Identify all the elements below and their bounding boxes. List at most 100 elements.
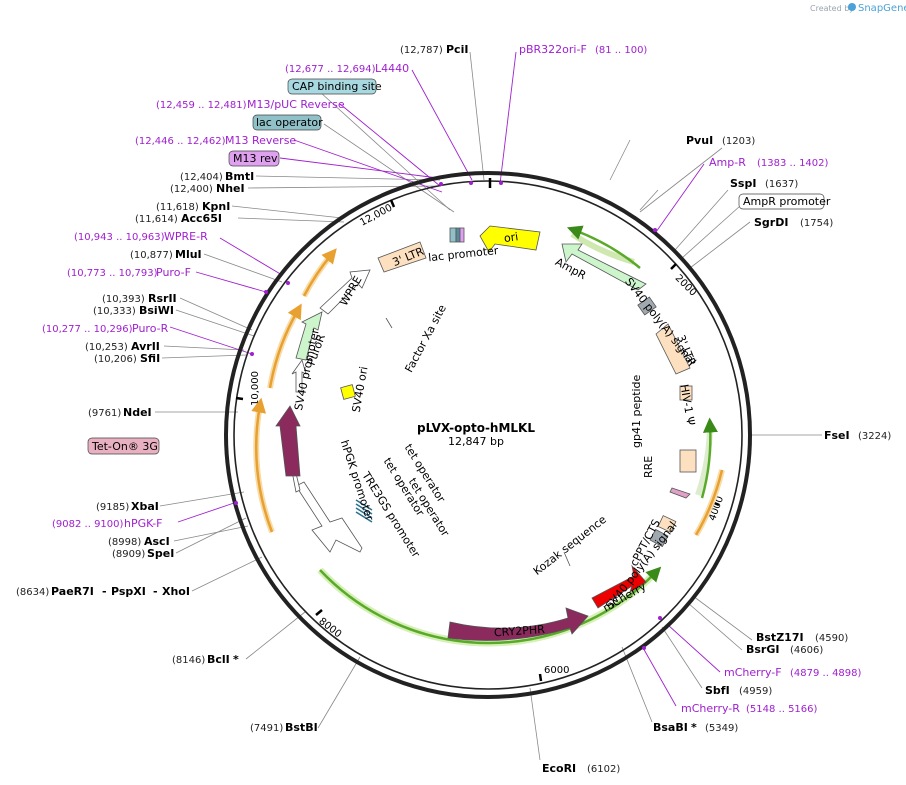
gp41-label: gp41 peptide (630, 374, 643, 448)
nhei-name: NheI (216, 182, 245, 195)
bcli-mark: * (233, 653, 239, 666)
cap-binding-site-box (287, 78, 377, 95)
bsabi-name: BsaBI (653, 721, 688, 734)
bsrgi-name: BsrGI (746, 643, 779, 656)
tet-operator-bars (355, 499, 373, 523)
m13rev-leader (293, 139, 443, 193)
ampr-promoter-leader (681, 205, 741, 259)
snapgene-brand: SnapGene (858, 3, 906, 14)
l4440-range: (12,677 .. 12,694) (285, 64, 376, 75)
ecori-coord: (6102) (587, 764, 620, 775)
feature-shapes (275, 225, 697, 641)
cppt-box (657, 515, 677, 533)
xbai-coord: (9185) (96, 502, 129, 513)
acc65i-coord: (11,614) (135, 214, 178, 225)
sgrdi-coord: (1754) (800, 218, 833, 229)
purof-range: (10,773 .. 10,793) (67, 268, 158, 279)
mcherryf-range: (4879 .. 4898) (790, 668, 862, 679)
mcherryr-leader (641, 645, 677, 707)
sspi-name: SspI (730, 177, 756, 190)
pbr322-primer-range: (81 .. 100) (595, 45, 647, 56)
asci-coord: (8998) (108, 537, 141, 548)
snapgene-logo-icon (848, 3, 856, 11)
l4440-name: L4440 (375, 62, 409, 75)
asci-name: AscI (144, 535, 170, 548)
paer7i-leader (191, 556, 263, 592)
hpgkf-name: hPGK-F (124, 517, 162, 530)
grey-box-2 (649, 528, 669, 548)
purof-leader (195, 271, 267, 293)
backbone-inner (233, 180, 743, 690)
ampr-primer-name: Amp-R (709, 156, 746, 169)
lac-promoter-label: lac promoter (428, 244, 500, 264)
sv40-ori-box (340, 384, 356, 400)
hiv-psi-label: HIV-1 Ψ (677, 383, 697, 426)
bmti-coord: (12,404) (180, 172, 223, 183)
wprer-name: WPRE-R (164, 230, 208, 243)
bstbi-leader (317, 656, 361, 729)
hpgkf-range: (9082 .. 9100) (52, 519, 124, 530)
rsrii-coord: (10,393) (102, 294, 145, 305)
bstbi-coord: (7491) (250, 723, 283, 734)
lac-piece-3 (459, 227, 465, 243)
sbfi-coord: (4959) (739, 686, 772, 697)
bcli-name: BclI (207, 653, 230, 666)
teton-box (87, 437, 160, 455)
bsabi-coord: (5349) (705, 723, 738, 734)
ndei-name: NdeI (123, 406, 152, 419)
purof-name: Puro-F (156, 266, 191, 279)
fsei-coord: (3224) (858, 431, 891, 442)
teton-label: Tet-On® 3G (91, 440, 158, 453)
ampr-promoter-label: AmpR promoter (743, 195, 831, 208)
lac-piece-1 (449, 227, 457, 243)
m13-rev-label: M13 rev (233, 152, 278, 165)
tre3gs-promoter-arrow (295, 481, 363, 553)
inner-pointers (385, 317, 571, 567)
teton-arrow (275, 405, 301, 477)
lac-operator-label: lac operator (256, 116, 323, 129)
ampr-primer-leader (655, 163, 705, 233)
bcli-leader (245, 611, 306, 660)
primer-markers (234, 181, 662, 650)
sgrdi-name: SgrDI (754, 216, 788, 229)
avrii-coord: (10,253) (85, 342, 128, 353)
hiv-psi-box (679, 385, 693, 401)
m13puc-name: M13/pUC Reverse (247, 98, 345, 111)
pvui-name: PvuI (686, 134, 713, 147)
kpni-name: KpnI (202, 200, 230, 213)
avrii-name: AvrII (131, 340, 160, 353)
pcii-coord: (12,787) (400, 45, 443, 56)
leader-lines (155, 51, 822, 761)
bsiwi-name: BsiWI (139, 304, 174, 317)
bsabi-mark: * (691, 721, 697, 734)
bcli-coord: (8146) (172, 655, 205, 666)
mcherryr-range: (5148 .. 5166) (746, 704, 818, 715)
kozak-label: Kozak sequence (531, 513, 609, 578)
plasmid-name: pLVX-opto-hMLKL (417, 421, 535, 435)
mlui-coord: (10,877) (130, 250, 173, 261)
lac-piece-2 (455, 227, 461, 243)
m13puc-leader (339, 103, 441, 187)
outer-labels: (12,787) PciI pBR322ori-F (81 .. 100) (1… (16, 43, 891, 775)
backbone-outer (224, 171, 752, 699)
gp41-shape (669, 487, 691, 499)
mcherryf-name: mCherry-F (724, 666, 782, 679)
m13-rev-box (228, 150, 280, 167)
ltr-left (377, 241, 427, 273)
m13rev-name: M13 Reverse (225, 134, 296, 147)
orf-arcs (251, 225, 725, 647)
pvui-leader (639, 147, 723, 213)
tick-6000: 6000 (544, 665, 569, 676)
ampr-promoter-box (738, 193, 825, 210)
sbfi-name: SbfI (705, 684, 730, 697)
puror-primer-range: (10,277 .. 10,296) (42, 324, 133, 335)
paer7i-sep2: - (153, 585, 158, 598)
sv40-ori-label: SV40 ori (350, 365, 371, 413)
pvui-coord: (1203) (722, 136, 755, 147)
sfii-name: SfiI (140, 352, 160, 365)
ori-arrow (479, 225, 541, 253)
pbr322-primer-name: pBR322ori-F (519, 43, 587, 56)
rre-box (679, 449, 697, 473)
primer-leaders (169, 51, 721, 707)
bsabi-leader (621, 646, 653, 723)
